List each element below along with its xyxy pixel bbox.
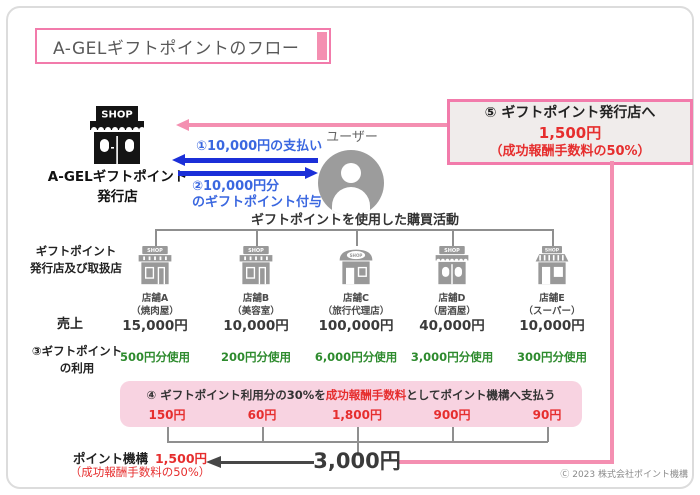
fee-value: 1,800円	[332, 408, 382, 422]
page-title-box: A-GELギフトポイントのフロー	[35, 28, 331, 64]
purchase-heading: ギフトポイントを使用した購買活動	[250, 213, 459, 228]
reward-box-amount: 1,500円	[538, 123, 602, 142]
reward-connector-vertical	[610, 161, 614, 464]
payment-arrow	[172, 154, 318, 166]
bottom-bracket-tick	[262, 427, 264, 442]
user-avatar-icon	[318, 150, 384, 216]
payment-label: ①10,000円の支払い	[196, 139, 323, 154]
sales-value: 15,000円	[122, 318, 188, 334]
svg-text:SHOP: SHOP	[147, 248, 163, 254]
user-label: ユーザー	[326, 130, 378, 145]
usage-value: 300円分使用	[516, 350, 587, 364]
store-column-c: SHOP 店舗C（旅行代理店）	[301, 246, 411, 319]
grant-arrow	[178, 167, 318, 179]
fee-box-title: ④ ギフトポイント利用分の30%を成功報酬手数料としてポイント機構へ支払う	[146, 388, 556, 402]
store-name: 店舗B（美容室）	[232, 293, 280, 318]
copyright: Ⓒ 2023 株式会社ポイント機構	[560, 470, 688, 480]
bottom-bracket-tick	[452, 427, 454, 442]
top-bracket-tick	[356, 229, 358, 246]
outer-frame	[6, 6, 694, 489]
bottom-bracket-tick	[357, 427, 359, 442]
reward-connector-horizontal	[398, 460, 614, 464]
top-bracket-tick	[452, 229, 454, 246]
store-icon: SHOP	[435, 246, 469, 285]
bottom-bracket-center-tick	[357, 441, 359, 456]
bottom-bracket-tick	[167, 427, 169, 442]
org-label: ポイント機構	[72, 451, 148, 466]
sales-value: 40,000円	[419, 318, 485, 334]
issuer-shop-icon: SHOP	[84, 106, 150, 164]
store-column-e: SHOP 店舗E（スーパー）	[497, 246, 607, 319]
svg-text:SHOP: SHOP	[444, 248, 460, 254]
top-bracket-line	[155, 229, 553, 231]
total-amount: 3,000円	[313, 449, 401, 473]
row-label-sales: 売上	[56, 317, 83, 332]
store-column-a: SHOP 店舗A（焼肉屋）	[100, 246, 210, 319]
svg-text:SHOP: SHOP	[248, 248, 264, 254]
top-bracket-tick	[155, 229, 157, 246]
svg-text:SHOP: SHOP	[350, 253, 363, 258]
store-name: 店舗E（スーパー）	[523, 293, 581, 318]
top-bracket-tick	[552, 229, 554, 246]
sales-value: 100,000円	[318, 318, 394, 334]
row-label-usage: ③ギフトポイント の利用	[31, 344, 123, 375]
issuer-label: A-GELギフトポイント 発行店	[47, 169, 188, 205]
store-name: 店舗A（焼肉屋）	[131, 293, 179, 318]
store-icon: SHOP	[339, 249, 373, 285]
bottom-bracket-tick	[547, 427, 549, 442]
svg-text:SHOP: SHOP	[545, 247, 560, 253]
usage-value: 200円分使用	[220, 350, 291, 364]
usage-value: 3,000円分使用	[410, 350, 494, 364]
org-note: （成功報酬手数料の50%）	[69, 465, 211, 479]
fee-box: ④ ギフトポイント利用分の30%を成功報酬手数料としてポイント機構へ支払う 15…	[120, 381, 582, 427]
sales-value: 10,000円	[519, 318, 585, 334]
store-column-b: SHOP 店舗B（美容室）	[201, 246, 311, 319]
page-title: A-GELギフトポイントのフロー	[53, 38, 300, 59]
store-icon: SHOP	[535, 246, 569, 285]
usage-value: 500円分使用	[119, 350, 190, 364]
store-column-d: SHOP 店舗D（居酒屋）	[397, 246, 507, 319]
reward-box-note: （成功報酬手数料の50%）	[489, 143, 651, 159]
org-row: ポイント機構 1,500円	[60, 448, 220, 467]
org-amount: 1,500円	[154, 451, 208, 466]
store-icon: SHOP	[239, 246, 273, 285]
usage-value: 6,000円分使用	[314, 350, 398, 364]
top-bracket-tick	[256, 229, 258, 246]
svg-text:SHOP: SHOP	[101, 110, 132, 121]
fee-value: 60円	[247, 408, 277, 422]
reward-arrow	[176, 119, 447, 131]
total-arrow	[206, 456, 314, 468]
row-label-stores: ギフトポイント 発行店及び取扱店	[30, 244, 122, 275]
reward-box-title: ⑤ ギフトポイント発行店へ	[484, 104, 656, 121]
grant-label: ②10,000円分 のギフトポイント付与	[192, 179, 323, 211]
reward-box: ⑤ ギフトポイント発行店へ 1,500円 （成功報酬手数料の50%）	[447, 99, 693, 165]
title-ribbon	[317, 32, 327, 60]
fee-value: 900円	[433, 408, 471, 422]
store-icon: SHOP	[138, 246, 172, 285]
store-name: 店舗C（旅行代理店）	[322, 293, 390, 318]
store-name: 店舗D（居酒屋）	[428, 293, 476, 318]
fee-value: 90円	[532, 408, 562, 422]
fee-value: 150円	[148, 408, 186, 422]
sales-value: 10,000円	[223, 318, 289, 334]
